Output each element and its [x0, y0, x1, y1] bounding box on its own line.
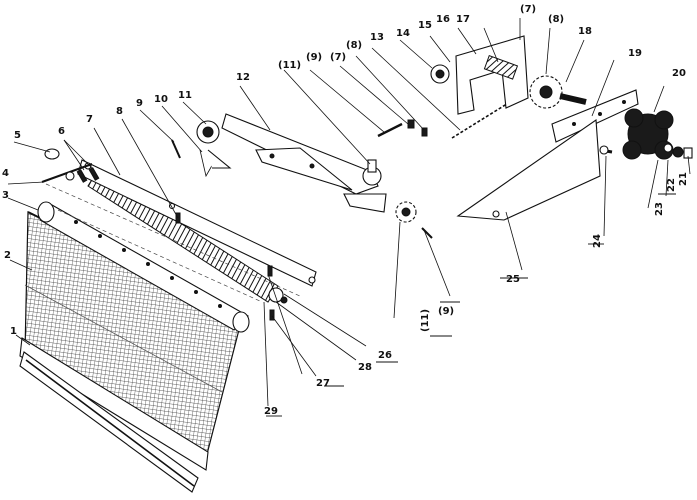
bottom-bar	[19, 337, 209, 493]
label-23: 23	[654, 202, 665, 216]
washer-23	[663, 143, 673, 153]
leader-lines	[7, 18, 691, 407]
label-17: 17	[456, 14, 470, 25]
label-16: 16	[436, 14, 450, 25]
cotter-pin-9	[171, 139, 181, 159]
label-24: 24	[592, 234, 603, 248]
roller-tube	[37, 201, 250, 333]
pin-rod	[41, 163, 93, 183]
label-p7b: (7)	[520, 4, 536, 15]
label-p8a: (8)	[346, 40, 362, 51]
label-26: 26	[378, 350, 392, 361]
thin-rod-13	[451, 101, 511, 139]
label-p7a: (7)	[330, 52, 346, 63]
lever-hub	[343, 159, 387, 213]
label-19: 19	[628, 48, 642, 59]
label-12: 12	[236, 72, 250, 83]
label-28: 28	[358, 362, 372, 373]
cotter-pin-9-lower	[421, 227, 433, 239]
bolts-27	[267, 265, 275, 321]
label-21: 21	[678, 172, 689, 186]
gear-18	[529, 75, 587, 109]
pin-24	[599, 145, 613, 155]
pin-9b	[377, 122, 403, 138]
label-9: 9	[136, 98, 143, 109]
label-14: 14	[396, 28, 410, 39]
gear-11	[196, 120, 220, 144]
hook-10	[199, 149, 215, 178]
washer	[44, 148, 60, 160]
label-5: 5	[14, 130, 21, 141]
label-underlines	[266, 193, 676, 417]
washer-22	[672, 146, 684, 158]
small-pins	[76, 167, 100, 183]
label-11: 11	[178, 90, 192, 101]
label-p9a: (9)	[306, 52, 322, 63]
side-plate-19	[456, 89, 639, 221]
label-18: 18	[578, 26, 592, 37]
label-8: 8	[116, 106, 123, 117]
label-10: 10	[154, 94, 168, 105]
label-29: 29	[264, 406, 278, 417]
label-p8b: (8)	[548, 14, 564, 25]
label-p11a: (11)	[278, 60, 301, 71]
label-3: 3	[2, 190, 9, 201]
label-4: 4	[2, 168, 9, 179]
gear-11-lower	[395, 201, 417, 223]
label-p9b: (9)	[438, 306, 454, 317]
label-2: 2	[4, 250, 11, 261]
label-25: 25	[506, 274, 520, 285]
label-13: 13	[370, 32, 384, 43]
label-22: 22	[666, 178, 677, 192]
label-7: 7	[86, 114, 93, 125]
label-15: 15	[418, 20, 432, 31]
label-20: 20	[672, 68, 686, 79]
nut-15	[430, 64, 450, 84]
lever-arm-12	[207, 113, 379, 195]
label-1: 1	[10, 326, 17, 337]
spring-17	[483, 54, 519, 80]
label-6: 6	[58, 126, 65, 137]
callout-labels: 1 2 3 4 5 6 7 8 9 10 11 12 (11) (9) (8) …	[2, 4, 689, 417]
knob-20	[622, 108, 674, 160]
label-p11b: (11)	[420, 309, 431, 332]
label-27: 27	[316, 378, 330, 389]
assembly-guidelines	[45, 183, 301, 303]
